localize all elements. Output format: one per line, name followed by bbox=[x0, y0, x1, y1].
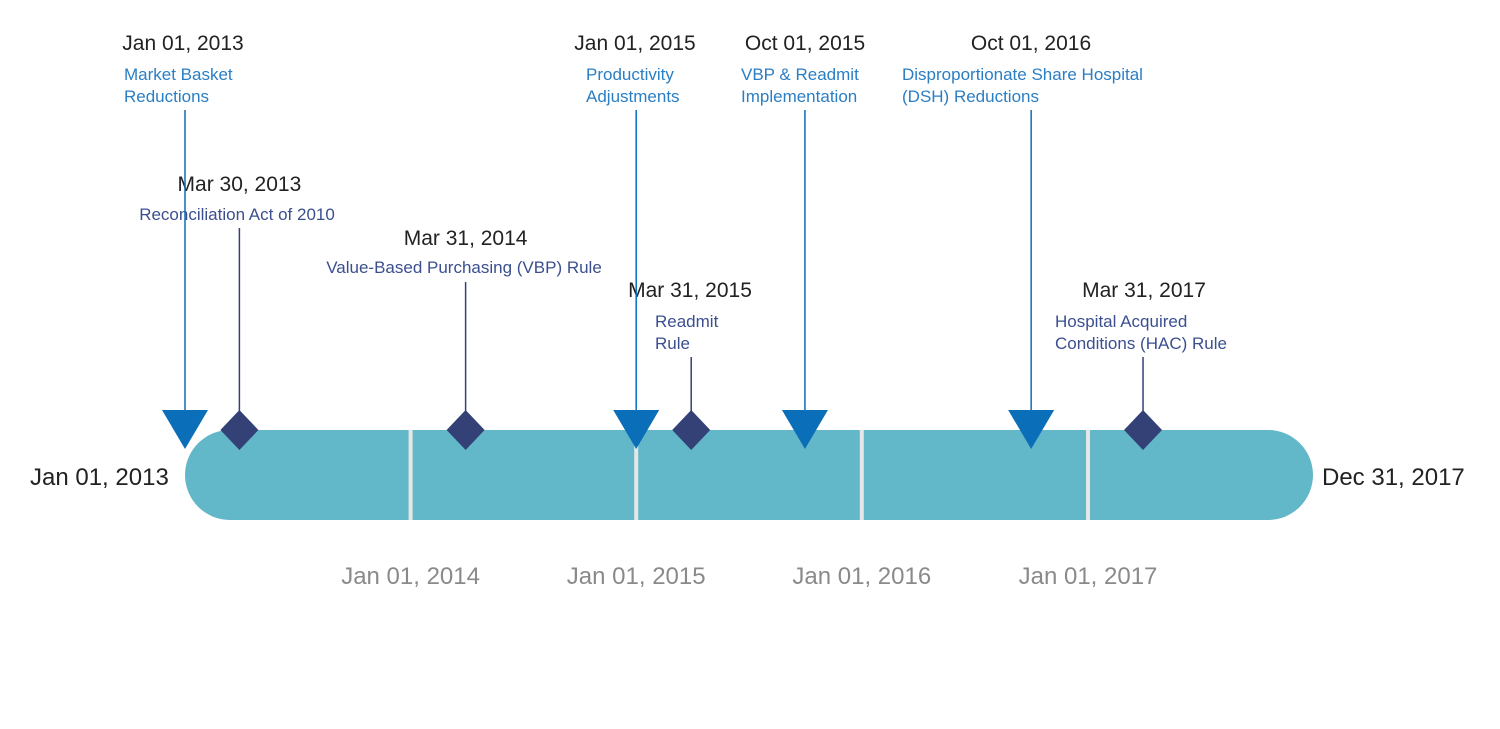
milestone-description-line: Adjustments bbox=[586, 87, 680, 106]
diamond-icon bbox=[446, 410, 485, 450]
triangle-down-icon bbox=[162, 410, 208, 449]
timeline-start-label: Jan 01, 2013 bbox=[30, 464, 169, 491]
milestone-date: Jan 01, 2013 bbox=[122, 32, 243, 55]
milestone-description-line: Disproportionate Share Hospital bbox=[902, 65, 1143, 84]
year-divider bbox=[408, 430, 413, 520]
milestone-description-line: Market Basket bbox=[124, 65, 233, 84]
tick-label: Jan 01, 2016 bbox=[792, 563, 931, 590]
year-divider bbox=[859, 430, 864, 520]
diamond-icon bbox=[220, 410, 259, 450]
event-description-line: Readmit bbox=[655, 312, 719, 331]
tick-label: Jan 01, 2014 bbox=[341, 563, 480, 590]
year-divider bbox=[634, 430, 639, 520]
event-date: Mar 31, 2017 bbox=[1082, 279, 1206, 302]
milestone-description-line: Reductions bbox=[124, 87, 209, 106]
timeline-bar bbox=[185, 430, 1313, 520]
diamond-icon bbox=[672, 410, 711, 450]
milestone-description-line: VBP & Readmit bbox=[741, 65, 859, 84]
timeline-end-label: Dec 31, 2017 bbox=[1322, 464, 1465, 491]
tick-label: Jan 01, 2015 bbox=[567, 563, 706, 590]
triangle-down-icon bbox=[781, 410, 828, 449]
tick-labels-group: Jan 01, 2014 Jan 01, 2015 Jan 01, 2016 Jan … bbox=[341, 563, 1157, 590]
milestone-description-line: (DSH) Reductions bbox=[902, 87, 1039, 106]
event-description-line: Hospital Acquired bbox=[1055, 312, 1187, 331]
milestone-date: Jan 01, 2015 bbox=[574, 32, 695, 55]
event-description-line: Value-Based Purchasing (VBP) Rule bbox=[326, 258, 602, 277]
event-date: Mar 31, 2014 bbox=[404, 227, 528, 250]
milestone-date: Oct 01, 2015 bbox=[745, 32, 865, 55]
milestone-description-line: Implementation bbox=[741, 87, 857, 106]
triangle-down-icon bbox=[1008, 410, 1055, 449]
triangle-down-icon bbox=[613, 410, 660, 449]
event-date: Mar 30, 2013 bbox=[178, 173, 302, 196]
event-description-line: Rule bbox=[655, 334, 690, 353]
year-divider bbox=[1086, 430, 1091, 520]
milestone-description-line: Productivity bbox=[586, 65, 674, 84]
tick-label: Jan 01, 2017 bbox=[1019, 563, 1158, 590]
timeline-bar-group bbox=[185, 430, 1313, 520]
event-description-line: Reconciliation Act of 2010 bbox=[139, 205, 335, 224]
diamond-icon bbox=[1124, 410, 1163, 450]
milestone-date: Oct 01, 2016 bbox=[971, 32, 1091, 55]
event-description-line: Conditions (HAC) Rule bbox=[1055, 334, 1227, 353]
event-date: Mar 31, 2015 bbox=[628, 279, 752, 302]
